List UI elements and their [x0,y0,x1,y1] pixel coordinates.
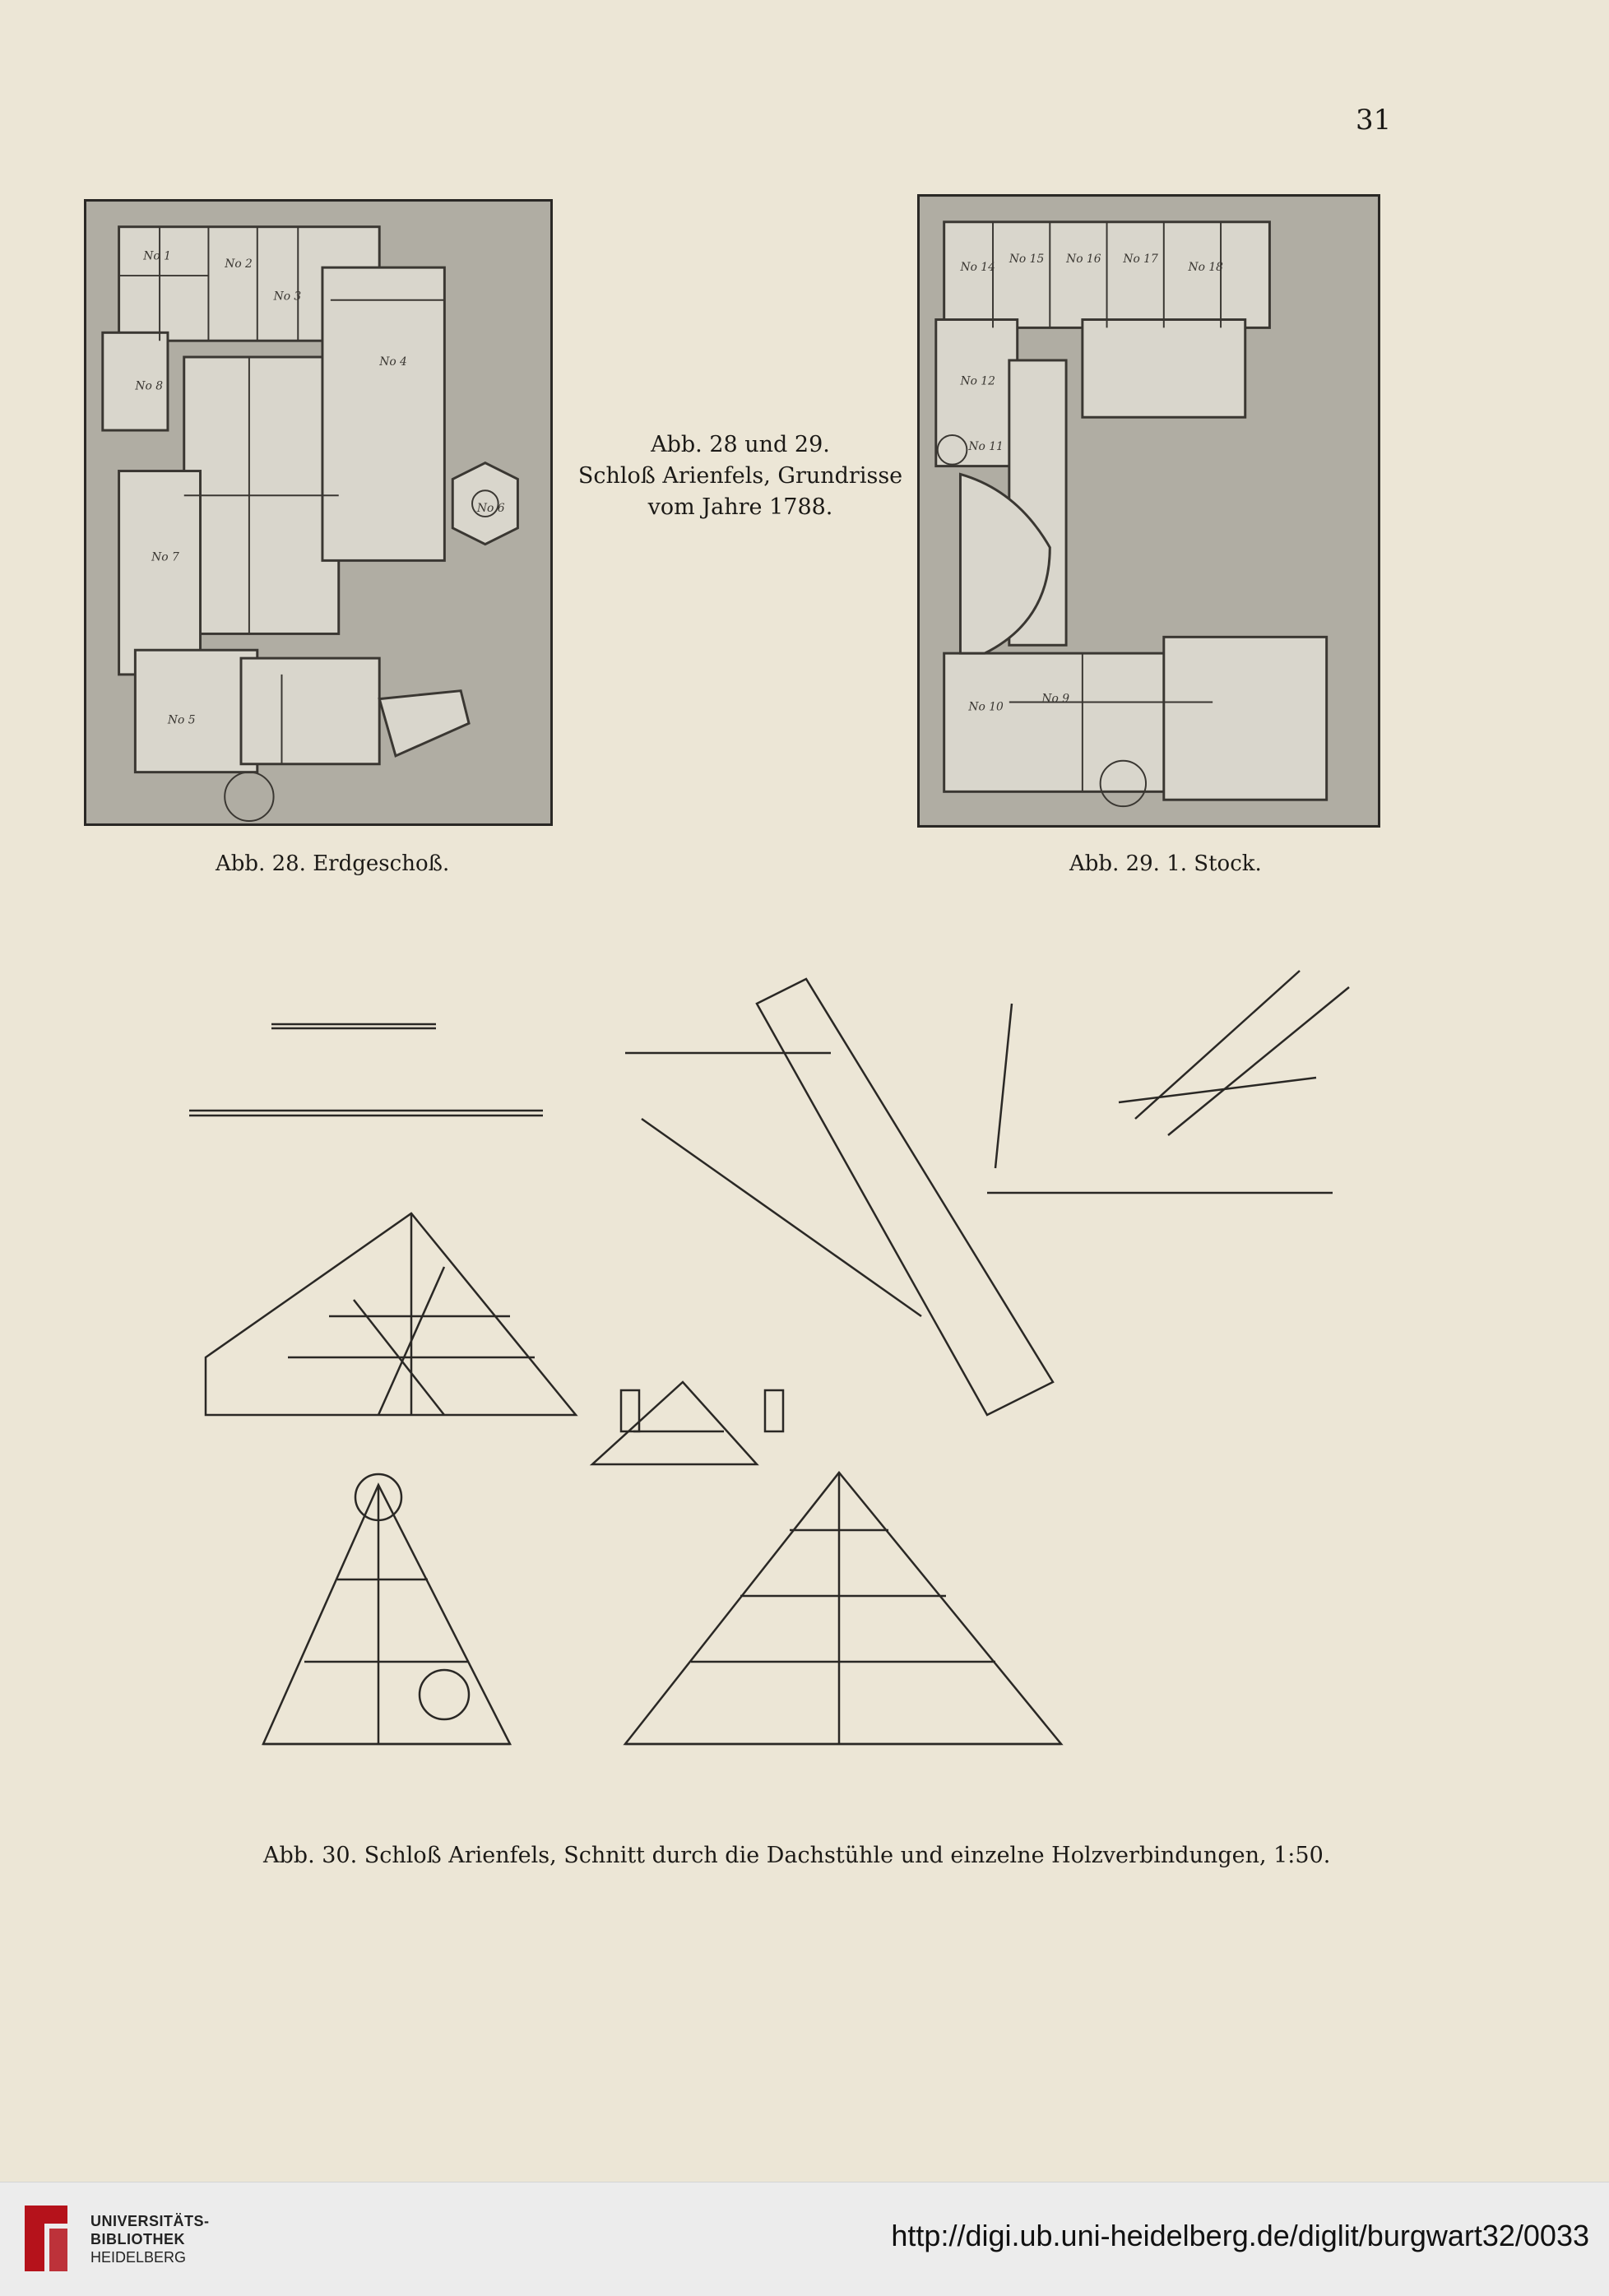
truss-section-c [623,1471,1064,1746]
caption-fig-29: Abb. 29. 1. Stock. [1069,851,1262,876]
caption-fig-28: Abb. 28. Erdgeschoß. [216,851,450,876]
svg-text:No 2: No 2 [224,257,253,271]
footer-bar: UNIVERSITÄTS- BIBLIOTHEK HEIDELBERG http… [0,2182,1609,2296]
svg-text:No 8: No 8 [134,380,163,393]
floor-plan-ground-floor: No 1 No 2 No 3 No 8 No 7 No 4 No 5 No 6 [84,199,553,826]
scale-bar-small [271,1023,436,1030]
library-line-2: BIBLIOTHEK [90,2231,185,2247]
caption-fig-30: Abb. 30. Schloß Arienfels, Schnitt durch… [263,1843,1331,1868]
svg-text:No 16: No 16 [1065,253,1101,266]
source-url-link[interactable]: http://digi.ub.uni-heidelberg.de/diglit/… [891,2219,1589,2252]
library-line-3: HEIDELBERG [90,2249,187,2266]
svg-text:No 11: No 11 [967,440,1003,453]
svg-text:No 14: No 14 [959,261,995,274]
svg-text:No 6: No 6 [476,502,505,515]
detail-diagonal-joint [625,977,1055,1417]
caption-line-2: Schloß Arienfels, Grundrisse [577,463,903,489]
university-library-logo-icon [25,2206,67,2271]
detail-triangle [589,1380,785,1466]
svg-text:No 17: No 17 [1122,253,1158,266]
truss-section-a [204,1212,578,1417]
library-name: UNIVERSITÄTS- BIBLIOTHEK HEIDELBERG [90,2212,210,2266]
svg-text:No 5: No 5 [167,713,196,726]
library-line-1: UNIVERSITÄTS- [90,2213,210,2229]
scale-bar-large [189,1109,543,1117]
caption-line-3: vom Jahre 1788. [647,494,833,520]
svg-text:No 4: No 4 [378,355,407,369]
detail-right-joint [987,970,1350,1194]
page-number: 31 [1356,104,1392,137]
document-page: 31 [84,104,1392,1868]
svg-text:No 18: No 18 [1187,261,1223,274]
svg-text:No 12: No 12 [959,375,995,388]
svg-text:No 7: No 7 [151,550,179,564]
floor-plan-first-floor: No 14 No 15 No 16 No 17 No 18 No 12 No 1… [917,194,1380,828]
svg-text:No 15: No 15 [1009,253,1044,266]
caption-line-1: Abb. 28 und 29. [651,432,830,457]
roof-truss-drawings [189,970,1350,1746]
svg-text:No 3: No 3 [273,290,302,304]
truss-section-b [262,1473,512,1746]
caption-fig-28-29: Abb. 28 und 29. Schloß Arienfels, Grundr… [576,429,905,523]
floor-plan-first-drawing: No 14 No 15 No 16 No 17 No 18 No 12 No 1… [920,197,1378,824]
svg-text:No 9: No 9 [1041,692,1069,705]
floor-plan-ground-drawing: No 1 No 2 No 3 No 8 No 7 No 4 No 5 No 6 [86,202,550,823]
svg-text:No 10: No 10 [967,700,1004,713]
svg-text:No 1: No 1 [142,249,171,262]
